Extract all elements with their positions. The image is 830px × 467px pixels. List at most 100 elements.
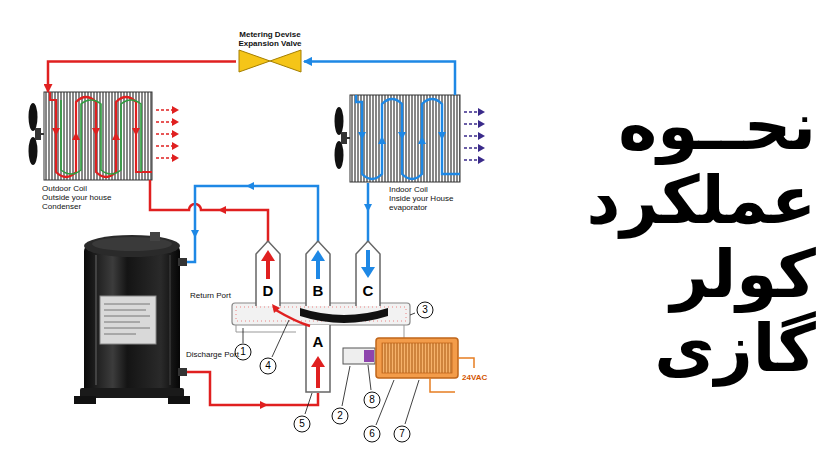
node-label: Expansion Valve <box>236 39 304 48</box>
indoor-fan <box>335 107 351 169</box>
node-label: Metering Devise <box>236 30 304 39</box>
outdoor-coil-drawing <box>44 92 152 180</box>
leader-line <box>272 320 289 357</box>
reversing-valve <box>306 241 330 306</box>
refrigerant-line <box>48 61 236 92</box>
compressor <box>169 255 171 385</box>
outdoor-air-arrows <box>172 118 179 126</box>
reversing-valve <box>311 250 325 261</box>
indoor-fan <box>347 137 350 139</box>
pipe-arrow <box>191 230 199 238</box>
outdoor-coil-drawing <box>132 128 140 136</box>
leader-line <box>305 393 312 414</box>
compressor <box>178 368 187 376</box>
indoor-fan <box>341 132 347 144</box>
outdoor-air-arrows <box>172 154 179 162</box>
reversing-valve <box>311 356 325 367</box>
refrigerant-pipe <box>150 180 268 242</box>
solenoid <box>343 338 474 392</box>
refrigerant-pipe <box>186 186 318 262</box>
indoor-air-arrows <box>478 144 485 152</box>
port-letter: B <box>313 283 324 298</box>
indoor-coil-drawing <box>358 132 366 140</box>
indoor-fan <box>335 141 344 169</box>
callout-number: 4 <box>265 361 271 371</box>
callout-number: 2 <box>337 411 343 421</box>
node-label: Outside your house <box>42 193 154 202</box>
indoor-coil: Indoor CoilInside your Houseevaporator <box>345 95 463 213</box>
port-label: Return Port <box>190 292 231 300</box>
reversing-valve <box>274 309 310 326</box>
indoor-air-arrows <box>478 132 485 140</box>
reversing-valve <box>361 267 375 278</box>
outdoor-coil-drawing <box>112 132 120 140</box>
indoor-coil-drawing <box>398 132 406 140</box>
outdoor-air-arrows <box>172 130 179 138</box>
indoor-air-arrows <box>478 120 485 128</box>
outdoor-fan <box>29 137 38 165</box>
outdoor-fan <box>35 128 41 140</box>
solenoid <box>430 378 455 392</box>
refrigerant-pipe <box>186 372 318 405</box>
pipe-arrow <box>191 182 372 409</box>
leader-line <box>405 380 419 424</box>
compressor <box>178 258 187 266</box>
node-label: Inside your House <box>389 194 463 203</box>
solenoid <box>458 358 474 368</box>
refrigerant-pipe <box>150 180 368 405</box>
reversing-valve <box>256 241 280 306</box>
solenoid <box>343 348 375 364</box>
indoor-fan <box>335 107 344 135</box>
valve-symbol <box>239 50 270 72</box>
reversing-valve <box>232 303 410 325</box>
compressor <box>84 245 180 395</box>
indoor-coil-drawing <box>350 95 460 182</box>
outdoor-coil-drawing <box>44 92 152 180</box>
callout-circle <box>417 302 433 318</box>
voltage-label: 24VAC <box>462 374 487 382</box>
callout-number: 8 <box>369 395 375 405</box>
leader-line <box>342 366 350 406</box>
port-label: Discharge Port <box>186 351 239 359</box>
outdoor-air-arrows <box>156 106 179 162</box>
compressor <box>168 396 190 404</box>
pipe-arrow <box>246 182 254 190</box>
compressor <box>104 304 150 334</box>
indoor-coil-drawing <box>418 136 426 144</box>
callout-circle <box>235 302 433 442</box>
pipe-arrow <box>218 206 226 214</box>
expansion-valve: Metering DeviseExpansion Valve <box>236 30 304 73</box>
outdoor-air-arrows <box>156 110 172 158</box>
node-label: Indoor Coil <box>389 185 463 194</box>
indoor-air-arrows <box>478 108 485 116</box>
leader-line <box>368 365 371 390</box>
outdoor-fan <box>41 133 44 135</box>
outdoor-fan <box>29 103 38 131</box>
reversing-valve <box>404 325 405 338</box>
outdoor-air-arrows <box>172 142 179 150</box>
indoor-coil-drawing <box>356 95 460 179</box>
callout-circle <box>364 426 380 442</box>
leader-line <box>243 313 419 425</box>
callout-circle <box>394 426 410 442</box>
reversing-valve <box>300 308 388 323</box>
indoor-air-arrows <box>478 156 485 164</box>
pipe-arrow <box>260 401 268 409</box>
reversing-valve <box>236 325 296 332</box>
leader-line <box>410 313 415 315</box>
compressor <box>74 396 96 404</box>
reversing-valve <box>266 259 270 279</box>
node-label: Outdoor Coil <box>42 184 154 193</box>
callout-circle <box>332 408 348 424</box>
refrigerant-line <box>304 61 455 95</box>
reversing-valve <box>356 241 380 306</box>
outdoor-coil-drawing <box>52 128 60 136</box>
callout-number: 6 <box>369 429 375 439</box>
port-letter: C <box>363 283 374 298</box>
indoor-coil-drawing <box>350 95 460 182</box>
valve-symbol <box>238 49 302 73</box>
compressor <box>74 232 190 404</box>
leader-line <box>243 328 244 343</box>
callout-circle <box>260 358 276 374</box>
